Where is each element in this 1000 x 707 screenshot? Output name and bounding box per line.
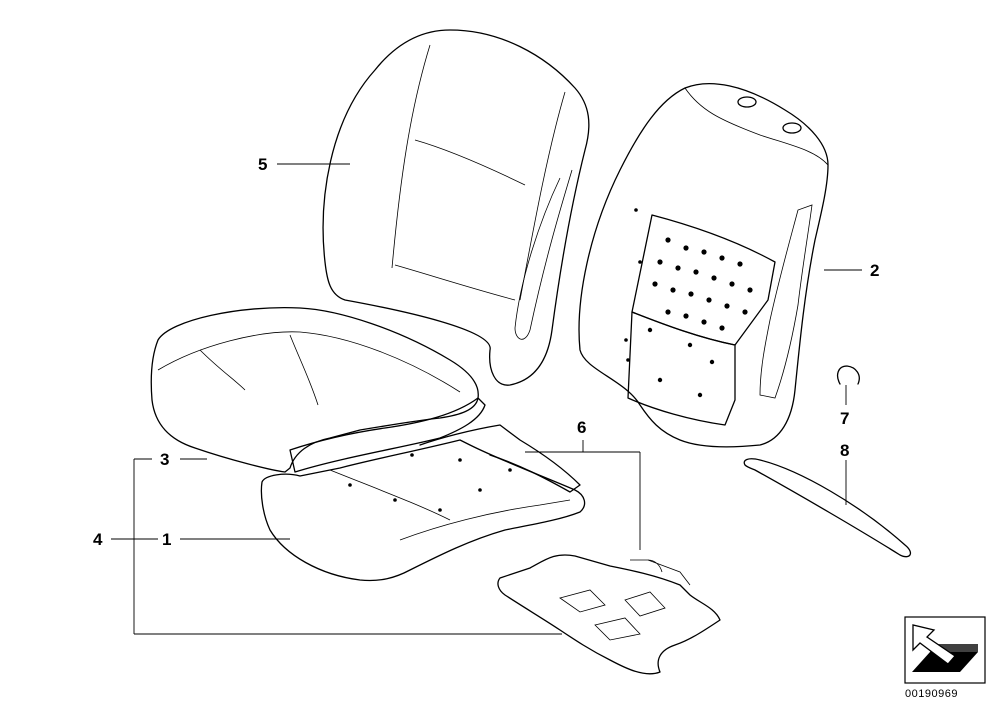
callout-7: 7 [840,409,849,428]
callout-2: 2 [870,261,879,280]
cushion-foam [260,424,586,582]
heating-mat [497,554,721,675]
callout-4: 4 [93,530,103,549]
callout-5: 5 [258,155,267,174]
callout-1: 1 [162,530,171,549]
callout-6: 6 [577,418,586,437]
callout-8: 8 [840,441,849,460]
leader-lines [111,163,862,635]
reference-number: 00190969 [905,688,958,700]
backrest-pad [578,82,829,448]
clip [836,365,860,385]
arrow-navigation-icon[interactable] [904,616,986,684]
backrest-cover [322,29,590,386]
callout-3: 3 [160,450,169,469]
cushion-cover [150,306,486,473]
wire-cable [743,458,912,558]
